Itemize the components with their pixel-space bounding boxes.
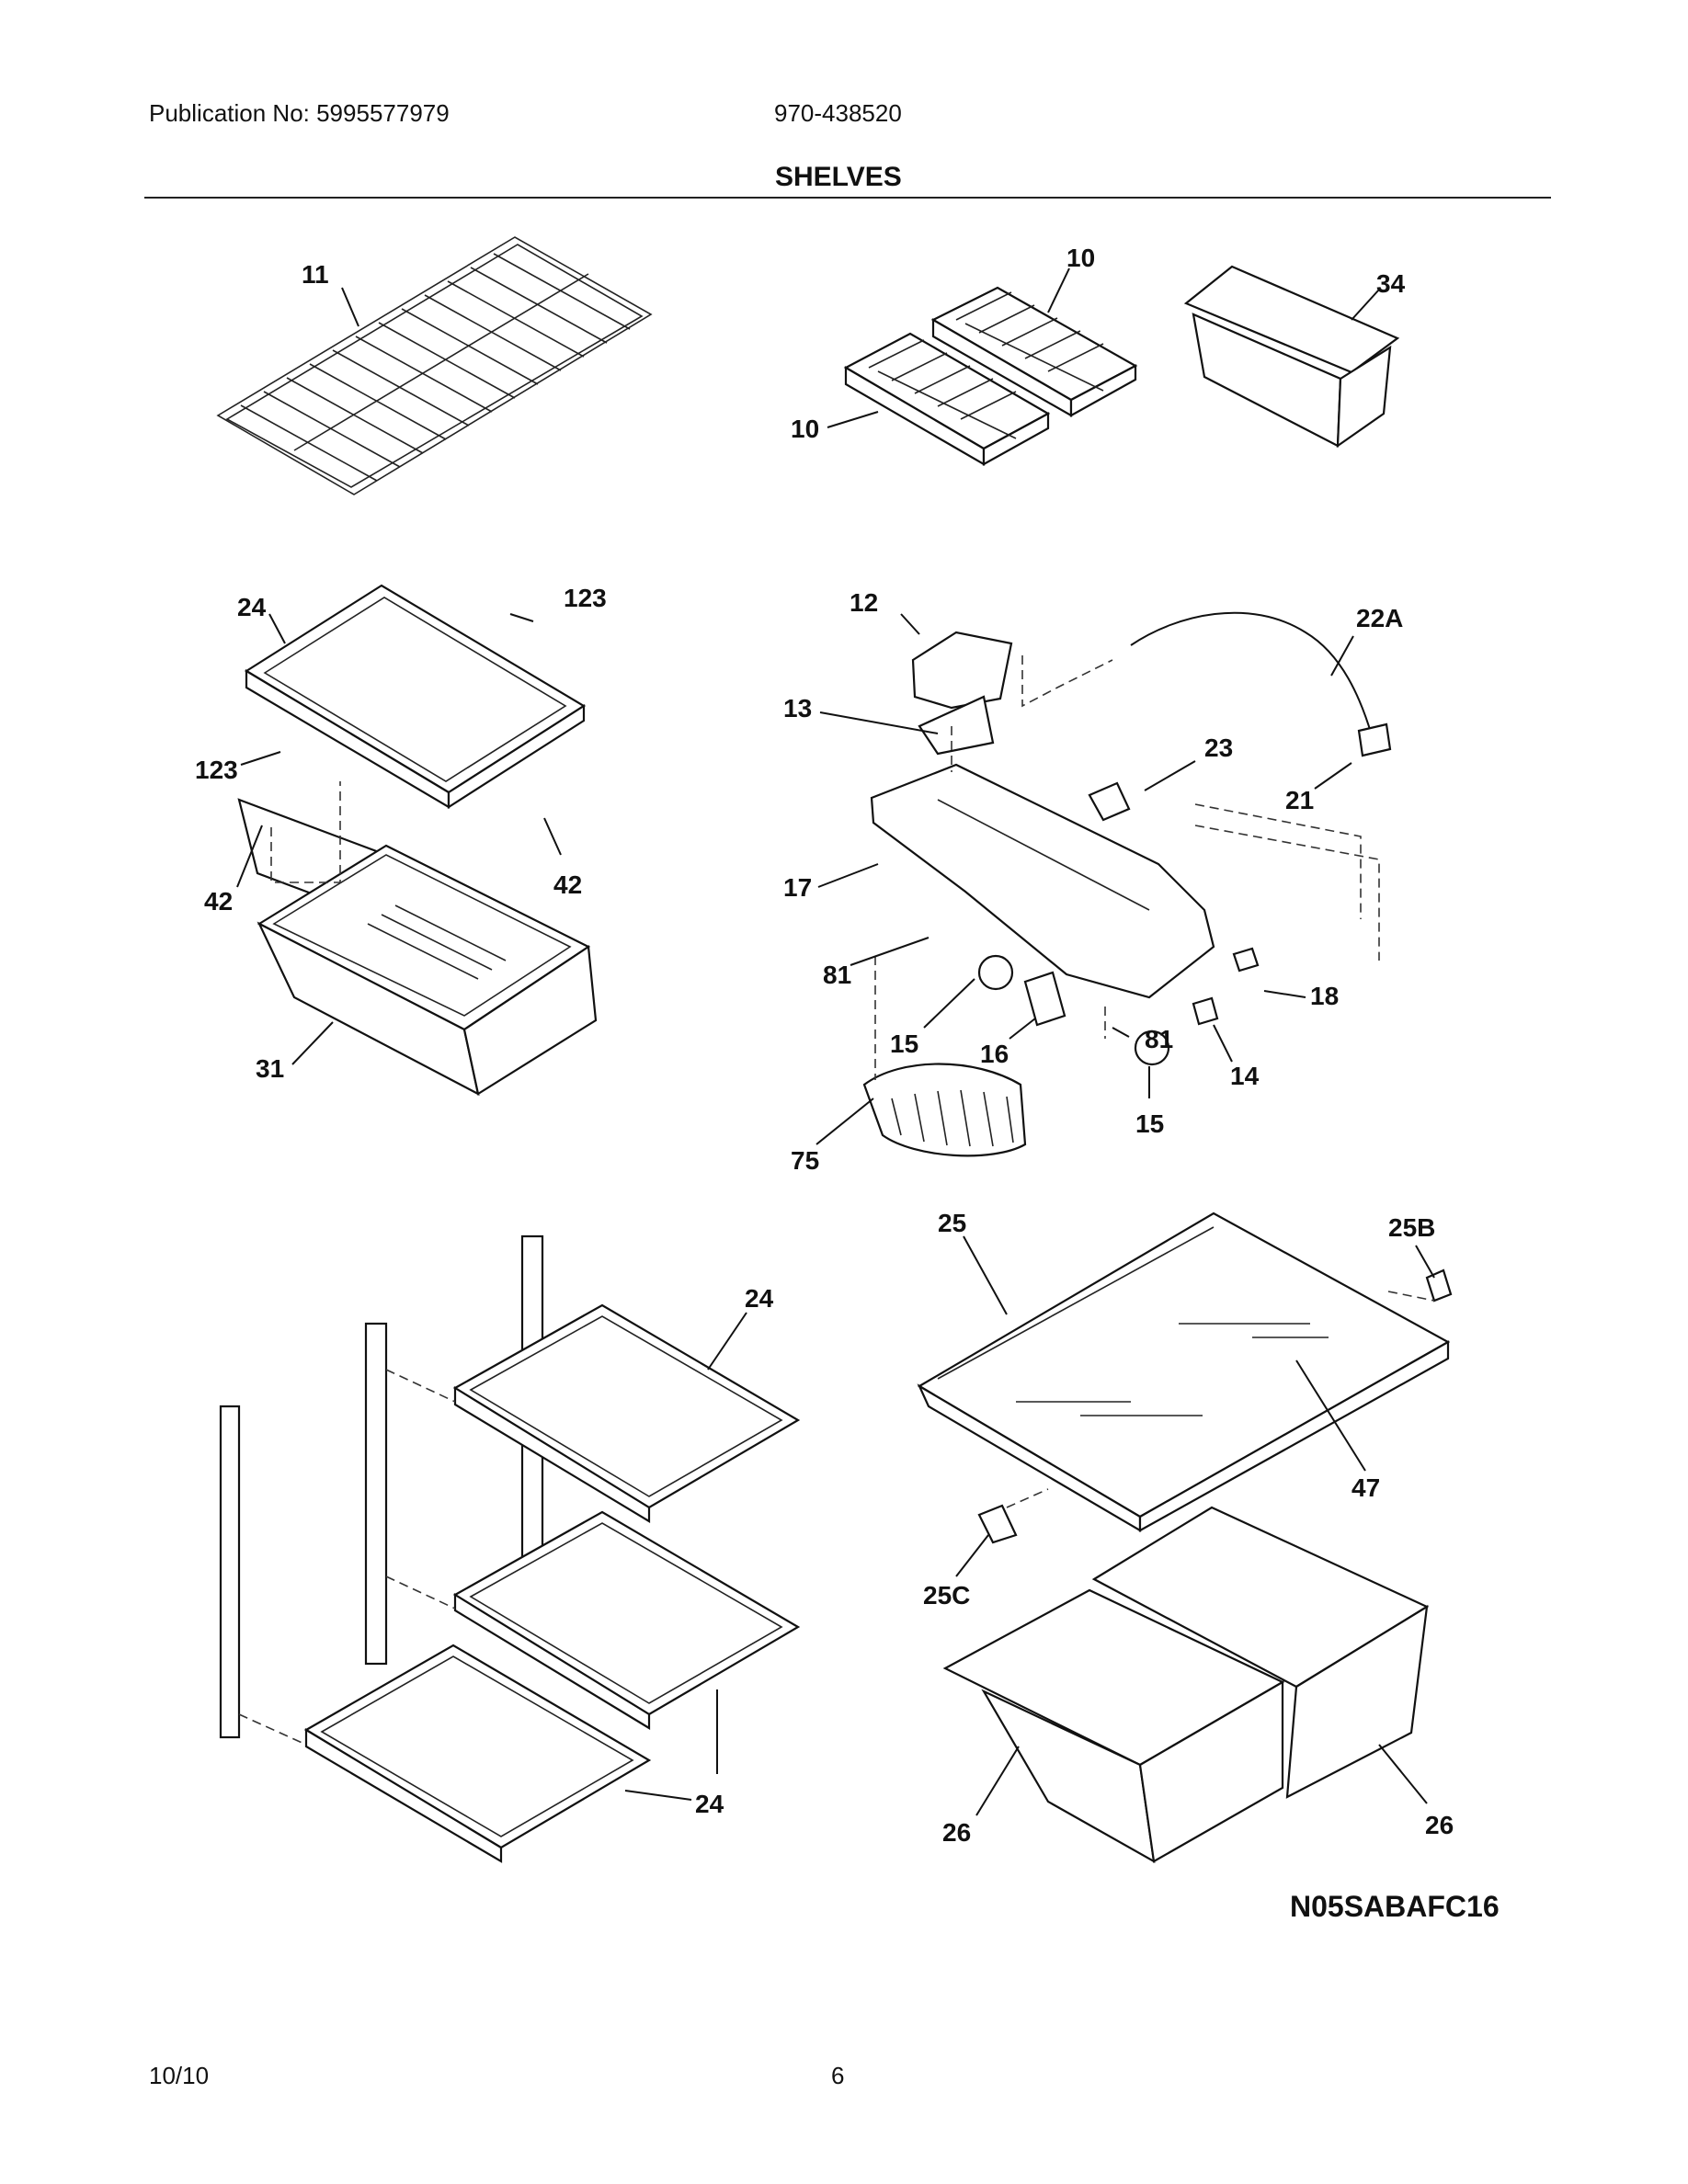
shelves-on-rails bbox=[219, 1234, 801, 1863]
callout-13: 13 bbox=[783, 694, 812, 722]
callout-21: 21 bbox=[1285, 786, 1314, 814]
callout-123-left: 123 bbox=[195, 756, 238, 784]
callout-15-right: 15 bbox=[1135, 1109, 1164, 1138]
bin-34 bbox=[1183, 265, 1400, 449]
callout-labels: 11 10 10 34 24 123 123 42 42 31 12 22A 1… bbox=[195, 244, 1454, 1847]
callout-16: 16 bbox=[980, 1040, 1009, 1068]
header-rule bbox=[144, 197, 1551, 199]
crisper-cover-drawers bbox=[917, 1211, 1453, 1864]
callout-12: 12 bbox=[850, 588, 878, 617]
callout-23: 23 bbox=[1204, 734, 1233, 762]
callout-25B: 25B bbox=[1388, 1213, 1435, 1242]
callout-42-left: 42 bbox=[204, 887, 233, 916]
callout-22A: 22A bbox=[1356, 604, 1403, 632]
callout-31: 31 bbox=[256, 1054, 284, 1083]
callout-10-bottom: 10 bbox=[791, 415, 819, 443]
callout-42-right: 42 bbox=[553, 870, 582, 899]
callout-25C: 25C bbox=[923, 1581, 970, 1610]
dispenser-assembly bbox=[815, 611, 1392, 1157]
callout-81-left: 81 bbox=[823, 961, 851, 989]
callout-34: 34 bbox=[1376, 269, 1406, 298]
page-title: SHELVES bbox=[775, 162, 902, 192]
callout-15-left: 15 bbox=[890, 1029, 918, 1058]
wire-shelf-11 bbox=[216, 236, 653, 495]
callout-17: 17 bbox=[783, 873, 812, 902]
callout-81-right: 81 bbox=[1145, 1025, 1173, 1053]
callout-123-top: 123 bbox=[564, 584, 607, 612]
callout-25: 25 bbox=[938, 1209, 966, 1237]
callout-24-lower: 24 bbox=[695, 1790, 724, 1818]
callout-10-top: 10 bbox=[1066, 244, 1095, 272]
crisper-assembly-left bbox=[236, 584, 598, 1097]
page-number: 6 bbox=[831, 2062, 845, 2089]
callout-24-middle: 24 bbox=[745, 1284, 774, 1313]
callout-47: 47 bbox=[1352, 1473, 1380, 1502]
callout-26-left: 26 bbox=[942, 1818, 971, 1847]
callout-24-upper: 24 bbox=[237, 593, 267, 621]
callout-11: 11 bbox=[302, 260, 329, 289]
publication-number: Publication No: 5995577979 bbox=[149, 99, 450, 127]
callout-75: 75 bbox=[791, 1146, 819, 1175]
diagram-code: N05SABAFC16 bbox=[1290, 1890, 1500, 1923]
ice-trays-10 bbox=[827, 267, 1138, 466]
callout-26-right: 26 bbox=[1425, 1811, 1454, 1839]
callout-14: 14 bbox=[1230, 1062, 1260, 1090]
callout-18: 18 bbox=[1310, 982, 1339, 1010]
footer-date: 10/10 bbox=[149, 2062, 210, 2089]
model-number: 970-438520 bbox=[774, 99, 902, 127]
